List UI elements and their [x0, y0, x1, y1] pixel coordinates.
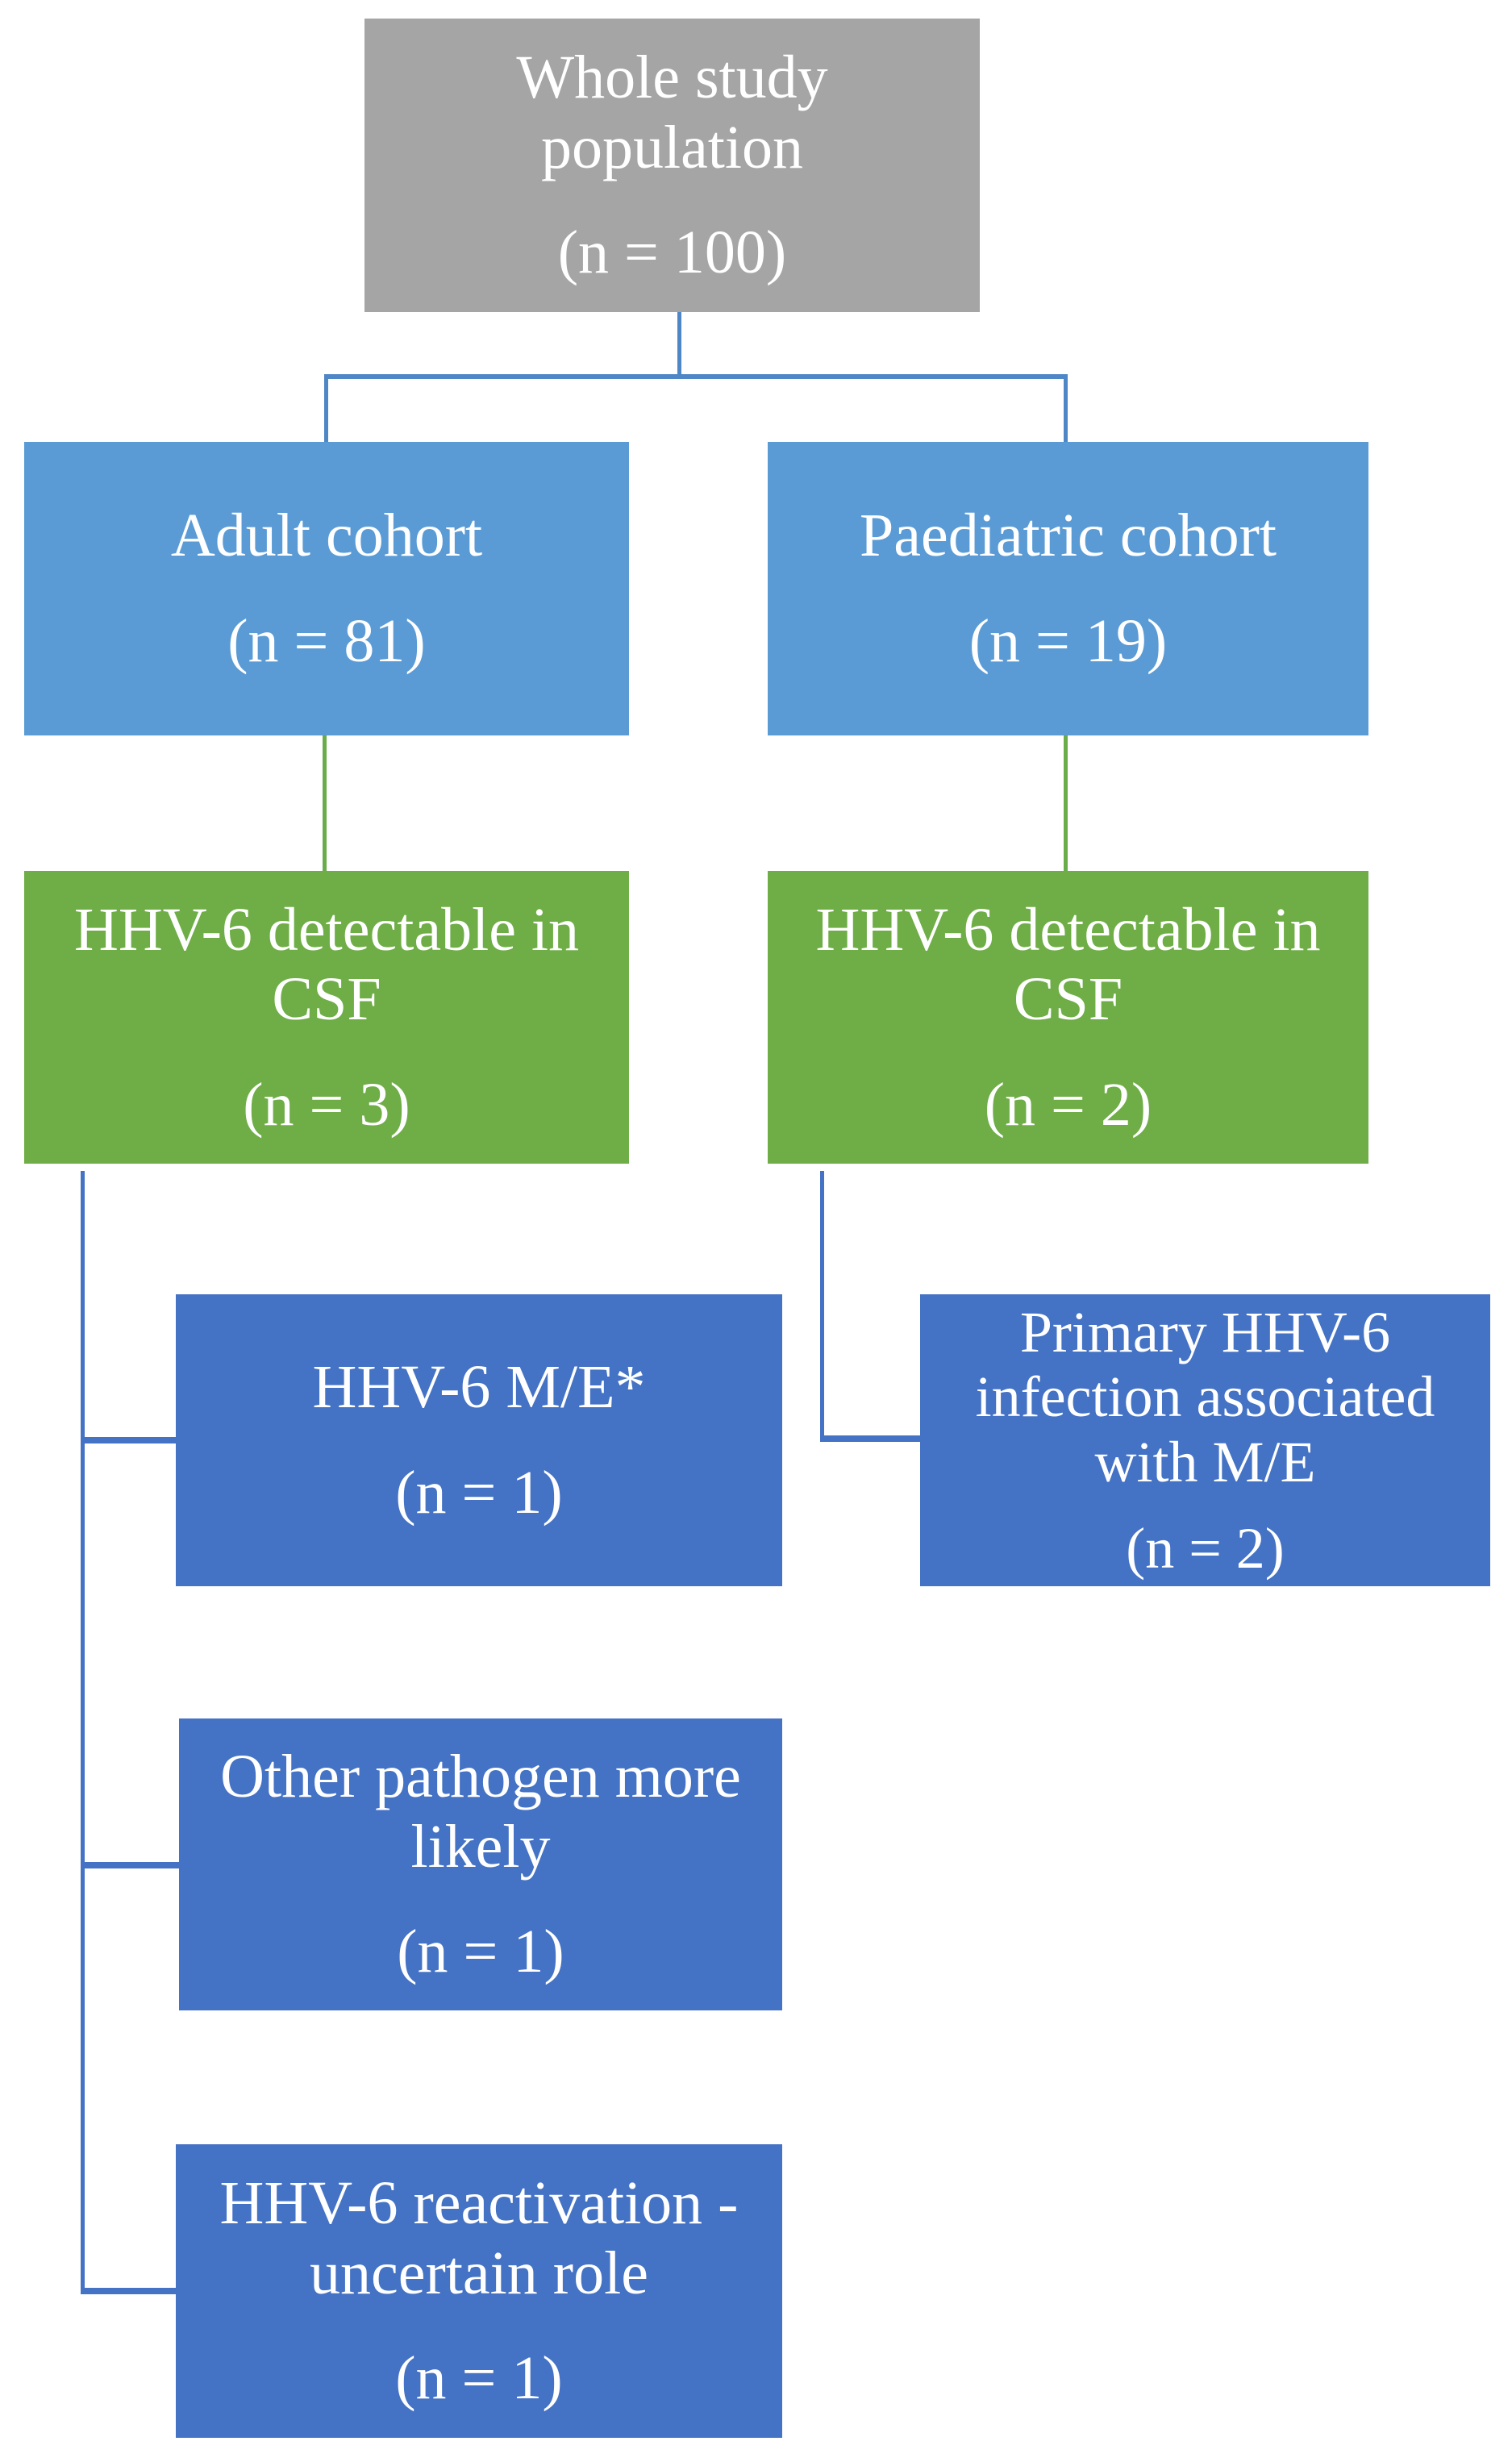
- node-count: (n = 19): [968, 607, 1168, 675]
- node-label: Whole study population: [516, 44, 828, 181]
- connector-paediatric-to-csf: [1064, 735, 1068, 871]
- node-count: (n = 81): [227, 607, 426, 675]
- node-label: Adult cohort: [170, 502, 483, 570]
- node-hhv6-reactivation-uncertain-role: HHV-6 reactivation - uncertain role (n =…: [176, 2144, 782, 2438]
- node-count: (n = 2): [1126, 1515, 1285, 1581]
- node-adult-cohort: Adult cohort (n = 81): [24, 442, 629, 735]
- node-paediatric-hhv6-detectable-csf: HHV-6 detectable in CSF (n = 2): [768, 871, 1368, 1164]
- node-count: (n = 2): [984, 1070, 1152, 1139]
- node-whole-study-population: Whole study population (n = 100): [364, 19, 980, 312]
- connector-rail-to-reactivation: [81, 2288, 179, 2294]
- node-count: (n = 100): [557, 219, 787, 287]
- connector-rail-to-other: [81, 1862, 182, 1868]
- node-count: (n = 1): [397, 1918, 564, 1986]
- connector-adult-to-csf: [323, 735, 327, 871]
- node-primary-hhv6-infection: Primary HHV-6 infection associated with …: [920, 1294, 1490, 1586]
- node-label: Paediatric cohort: [859, 502, 1277, 570]
- node-count: (n = 3): [243, 1070, 410, 1139]
- node-other-pathogen-more-likely: Other pathogen more likely (n = 1): [179, 1718, 782, 2010]
- node-count: (n = 1): [395, 2344, 563, 2413]
- connector-root-to-adult: [324, 374, 328, 444]
- connector-root-stem: [677, 312, 681, 379]
- connector-rail-to-me: [81, 1437, 179, 1443]
- node-label: HHV-6 detectable in CSF: [73, 895, 580, 1034]
- node-adult-hhv6-detectable-csf: HHV-6 detectable in CSF (n = 3): [24, 871, 629, 1164]
- node-hhv6-me: HHV-6 M/E* (n = 1): [176, 1294, 782, 1586]
- node-label: HHV-6 detectable in CSF: [815, 895, 1321, 1034]
- connector-stem-to-primary: [820, 1435, 920, 1442]
- connector-root-crossbar: [324, 374, 1068, 379]
- node-label: Other pathogen more likely: [220, 1743, 741, 1881]
- node-label: Primary HHV-6 infection associated with …: [975, 1299, 1435, 1494]
- node-label: HHV-6 M/E*: [312, 1353, 646, 1422]
- connector-root-to-paediatric: [1064, 374, 1068, 444]
- node-label: HHV-6 reactivation - uncertain role: [219, 2169, 739, 2307]
- connector-adult-rail: [81, 1171, 85, 2294]
- node-paediatric-cohort: Paediatric cohort (n = 19): [768, 442, 1368, 735]
- connector-paediatric-stem: [820, 1171, 824, 1442]
- node-count: (n = 1): [395, 1459, 563, 1527]
